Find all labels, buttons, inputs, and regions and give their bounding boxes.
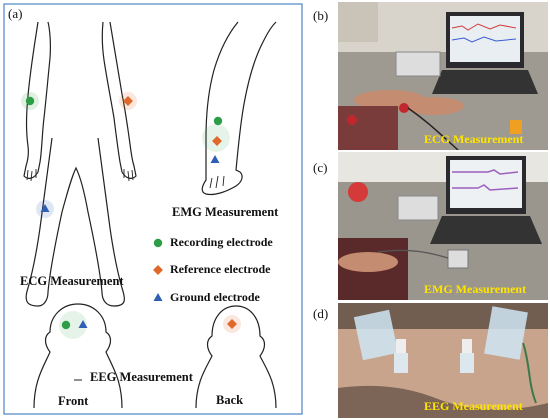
panel-c-letter: (c) [313,160,328,175]
eeg-front-ground-electrode [78,320,88,328]
back-label: Back [216,393,244,407]
emg-measurement-label: EMG Measurement [172,205,279,219]
front-label: Front [58,394,89,408]
emg-finger-lines [209,175,225,189]
photo-ecg-setup: ECG Measurement [338,2,548,150]
eeg-back-head-outline [195,305,277,409]
ecg-reference-electrode [123,96,133,106]
legend-reference-marker [153,265,163,275]
panel-b-letter: (b) [313,8,329,23]
ecg-right-finger-lines [123,169,134,182]
eeg-front-head-outline [33,303,123,409]
ecg-left-arm-outline [23,21,51,179]
panel-d-letter: (d) [313,306,329,321]
legend-ground-label: Ground electrode [170,290,260,304]
emg-reference-electrode [212,136,222,146]
ecg-measurement-label: ECG Measurement [20,274,124,288]
eeg-measurement-label: EEG Measurement [90,370,193,384]
eeg-back-reference-electrode [227,319,237,329]
photo-ecg-scene [338,2,548,150]
ecg-recording-electrode [25,96,35,106]
panel-a-frame [3,3,303,415]
photo-eeg-scene [338,303,548,418]
panel-a-letter: (a) [8,6,23,21]
legend-reference-label: Reference electrode [170,262,271,276]
photo-emg-caption: EMG Measurement [424,282,527,296]
photo-eeg-caption: EEG Measurement [424,399,523,413]
eeg-front-recording-electrode [61,320,71,330]
emg-ground-electrode [210,155,220,163]
emg-recording-electrode [213,116,223,126]
legend-recording-marker [153,238,163,248]
photo-emg-scene [338,152,548,300]
emg-arm-outline [201,21,277,196]
eeg-front-glow [59,311,87,339]
ecg-legs-outline [25,137,125,307]
panel-a-drawing [3,3,303,415]
ecg-ground-electrode [40,204,50,212]
photo-eeg-setup: EEG Measurement [338,303,548,418]
photo-emg-setup: EMG Measurement [338,152,548,300]
ecg-right-arm-outline [101,21,137,179]
legend-recording-label: Recording electrode [170,235,273,249]
photo-ecg-caption: ECG Measurement [424,132,524,146]
ecg-left-finger-lines [26,169,37,182]
panel-a: (a) EMG Measurement Recording electrode … [3,3,303,415]
legend-ground-marker [153,293,163,301]
